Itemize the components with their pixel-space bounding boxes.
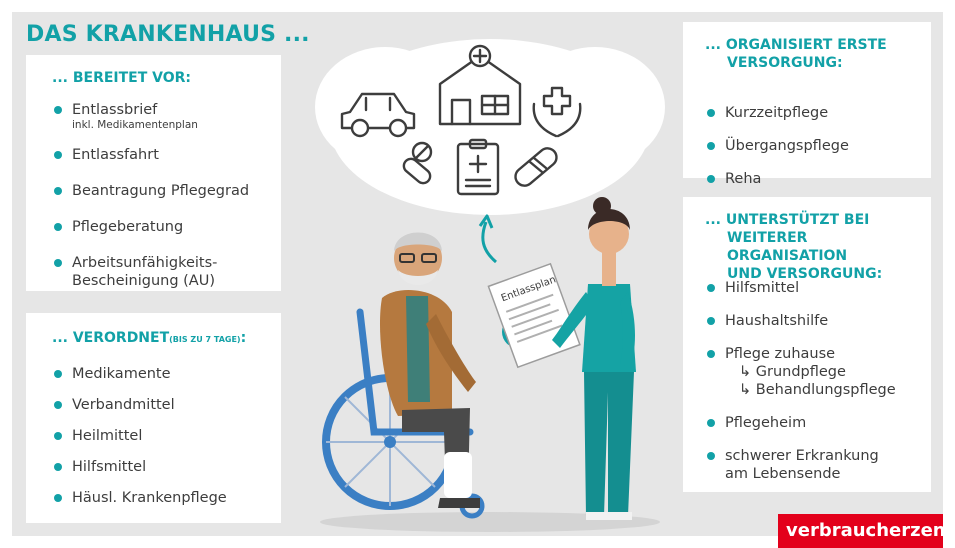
hospital-icon: [438, 44, 522, 126]
list-item: Hilfsmittel: [705, 279, 896, 297]
prepares-heading: ... BEREITET VOR:: [52, 70, 192, 86]
car-icon: [340, 92, 416, 138]
prescribes-heading-text: ... VERORDNET: [52, 330, 170, 346]
prepares-list: Entlassbrief inkl. Medikamentenplan Entl…: [52, 101, 277, 290]
list-item: Kurzzeitpflege: [705, 104, 849, 122]
list-item: schwerer Erkrankung am Lebensende: [705, 447, 896, 483]
list-item: Häusl. Krankenpflege: [52, 489, 277, 507]
list-item: Haushaltshilfe: [705, 312, 896, 330]
list-item: Hilfsmittel: [52, 458, 277, 476]
list-item: Entlassbrief inkl. Medikamentenplan: [52, 101, 277, 132]
page-title: DAS KRANKENHAUS ...: [26, 22, 310, 47]
first-care-list: Kurzzeitpflege Übergangspflege Reha: [705, 104, 849, 188]
prescribes-heading-colon: :: [240, 330, 247, 346]
list-item: Pflege zuhause ↳ Grundpflege ↳ Behandlun…: [705, 345, 896, 399]
item-label-2: am Lebensende: [725, 466, 841, 482]
list-item: Pflegeberatung: [52, 218, 277, 236]
prepares-card: ... BEREITET VOR: Entlassbrief inkl. Med…: [26, 55, 281, 291]
thought-cloud: [315, 39, 665, 215]
prescribes-card: ... VERORDNET(BIS ZU 7 TAGE): Medikament…: [26, 313, 281, 523]
list-item: Arbeitsunfähigkeits- Bescheinigung (AU): [52, 254, 277, 290]
support-list: Hilfsmittel Haushaltshilfe Pflege zuhaus…: [705, 279, 896, 483]
nurse-figure: [552, 197, 636, 520]
list-item: Übergangspflege: [705, 137, 849, 155]
prescribes-list: Medikamente Verbandmittel Heilmittel Hil…: [52, 365, 277, 507]
list-item: Verbandmittel: [52, 396, 277, 414]
first-care-heading-line-1: ... ORGANISIERT ERSTE: [705, 37, 887, 53]
support-card: ... UNTERSTÜTZT BEI WEITERER ORGANISATIO…: [683, 197, 931, 492]
brand-logo: verbraucherzentrale: [778, 514, 943, 548]
list-item: Entlassfahrt: [52, 146, 277, 164]
support-heading-line-2: WEITERER ORGANISATION: [727, 230, 848, 264]
item-label: Arbeitsunfähigkeits-: [72, 255, 218, 271]
care-hands-icon: [532, 86, 582, 138]
item-sub: inkl. Medikamentenplan: [72, 119, 198, 131]
support-heading-line-1: ... UNTERSTÜTZT BEI: [705, 212, 870, 228]
list-item: Pflegeheim: [705, 414, 896, 432]
item-label-2: Bescheinigung (AU): [72, 273, 215, 289]
first-care-card: ... ORGANISIERT ERSTE VERSORGUNG: Kurzze…: [683, 22, 931, 187]
patient-in-wheelchair: [322, 232, 485, 519]
prescribes-heading-note: (BIS ZU 7 TAGE): [169, 335, 241, 344]
item-label: schwerer Erkrankung: [725, 448, 879, 464]
list-item: Beantragung Pflegegrad: [52, 182, 277, 200]
hospital-discharge-illustration: i Entlassplan: [315, 39, 665, 532]
discharge-plan-document: Entlassplan: [487, 262, 581, 369]
list-item: Reha: [705, 170, 849, 188]
support-heading: ... UNTERSTÜTZT BEI WEITERER ORGANISATIO…: [705, 211, 931, 283]
up-arrow-icon: [481, 221, 497, 264]
first-care-heading: ... ORGANISIERT ERSTE VERSORGUNG:: [705, 36, 887, 72]
pills-icon: [402, 141, 433, 185]
item-label: Pflege zuhause: [725, 346, 836, 362]
item-sub-treatment-care: ↳ Behandlungspflege: [739, 382, 896, 398]
item-sub-basic-care: ↳ Grundpflege: [739, 364, 846, 380]
list-item: Medikamente: [52, 365, 277, 383]
prescribes-heading: ... VERORDNET(BIS ZU 7 TAGE):: [52, 329, 246, 349]
list-item: Heilmittel: [52, 427, 277, 445]
support-heading-line-3: UND VERSORGUNG:: [727, 266, 883, 282]
bandage-icon: [514, 147, 558, 187]
item-label: Entlassbrief: [72, 102, 158, 118]
first-care-heading-line-2: VERSORGUNG:: [727, 55, 843, 71]
medical-chart-icon: [456, 138, 500, 196]
